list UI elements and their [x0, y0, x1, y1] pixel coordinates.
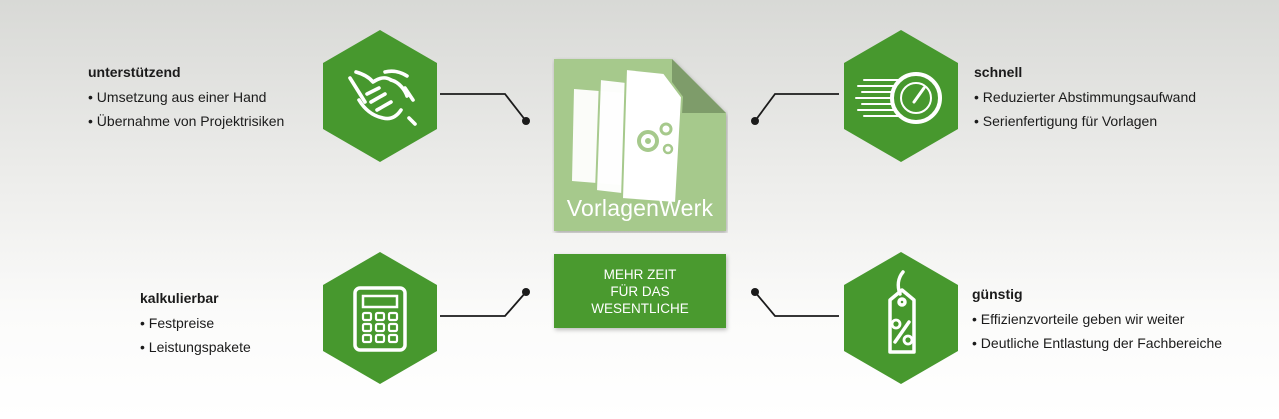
- feature-title: schnell: [974, 64, 1023, 80]
- connector-dot: [522, 117, 530, 125]
- tagline-line: WESENTLICHE: [591, 300, 689, 316]
- connector-dot: [751, 117, 759, 125]
- speedometer-icon: [844, 30, 958, 162]
- hex-supportive: [323, 30, 437, 162]
- feature-fast: schnell Reduzierter Abstimmungsaufwand S…: [974, 64, 1196, 133]
- feature-cheap: günstig Effizienzvorteile geben wir weit…: [972, 286, 1222, 355]
- connector-dot: [522, 288, 530, 296]
- handshake-icon: [323, 30, 437, 162]
- document-stack-icon: [554, 59, 726, 231]
- calculator-icon: [323, 252, 437, 384]
- connector-top-right: [754, 93, 839, 122]
- feature-title: kalkulierbar: [140, 290, 219, 306]
- feature-item: Festpreise: [140, 311, 251, 335]
- feature-item: Reduzierter Abstimmungsaufwand: [974, 85, 1196, 109]
- feature-calculable: kalkulierbar Festpreise Leistungspakete: [140, 290, 251, 359]
- tagline-line: MEHR ZEIT: [603, 266, 677, 282]
- feature-item: Serienfertigung für Vorlagen: [974, 109, 1196, 133]
- hex-cheap: [844, 252, 958, 384]
- price-tag-icon: [844, 252, 958, 384]
- hex-calculable: [323, 252, 437, 384]
- hex-fast: [844, 30, 958, 162]
- feature-item: Übernahme von Projektrisiken: [88, 109, 285, 133]
- feature-item: Effizienzvorteile geben wir weiter: [972, 307, 1222, 331]
- connector-dot: [751, 288, 759, 296]
- connector-bottom-left: [440, 291, 527, 317]
- feature-supportive: unterstützend Umsetzung aus einer Hand Ü…: [88, 64, 284, 133]
- feature-item: Leistungspakete: [140, 335, 251, 359]
- tagline-box: MEHR ZEIT FÜR DAS WESENTLICHE: [554, 254, 726, 328]
- logo-wordmark: VorlagenWerk: [566, 195, 714, 221]
- feature-title: günstig: [972, 286, 1023, 302]
- feature-item: Umsetzung aus einer Hand: [88, 85, 284, 109]
- connector-top-left: [440, 93, 527, 122]
- feature-item: Deutliche Entlastung der Fachbereiche: [972, 331, 1222, 355]
- tagline-line: FÜR DAS: [610, 283, 670, 299]
- feature-title: unterstützend: [88, 64, 181, 80]
- connector-bottom-right: [754, 291, 839, 317]
- vorlagenwerk-logo: VorlagenWerk: [552, 57, 728, 233]
